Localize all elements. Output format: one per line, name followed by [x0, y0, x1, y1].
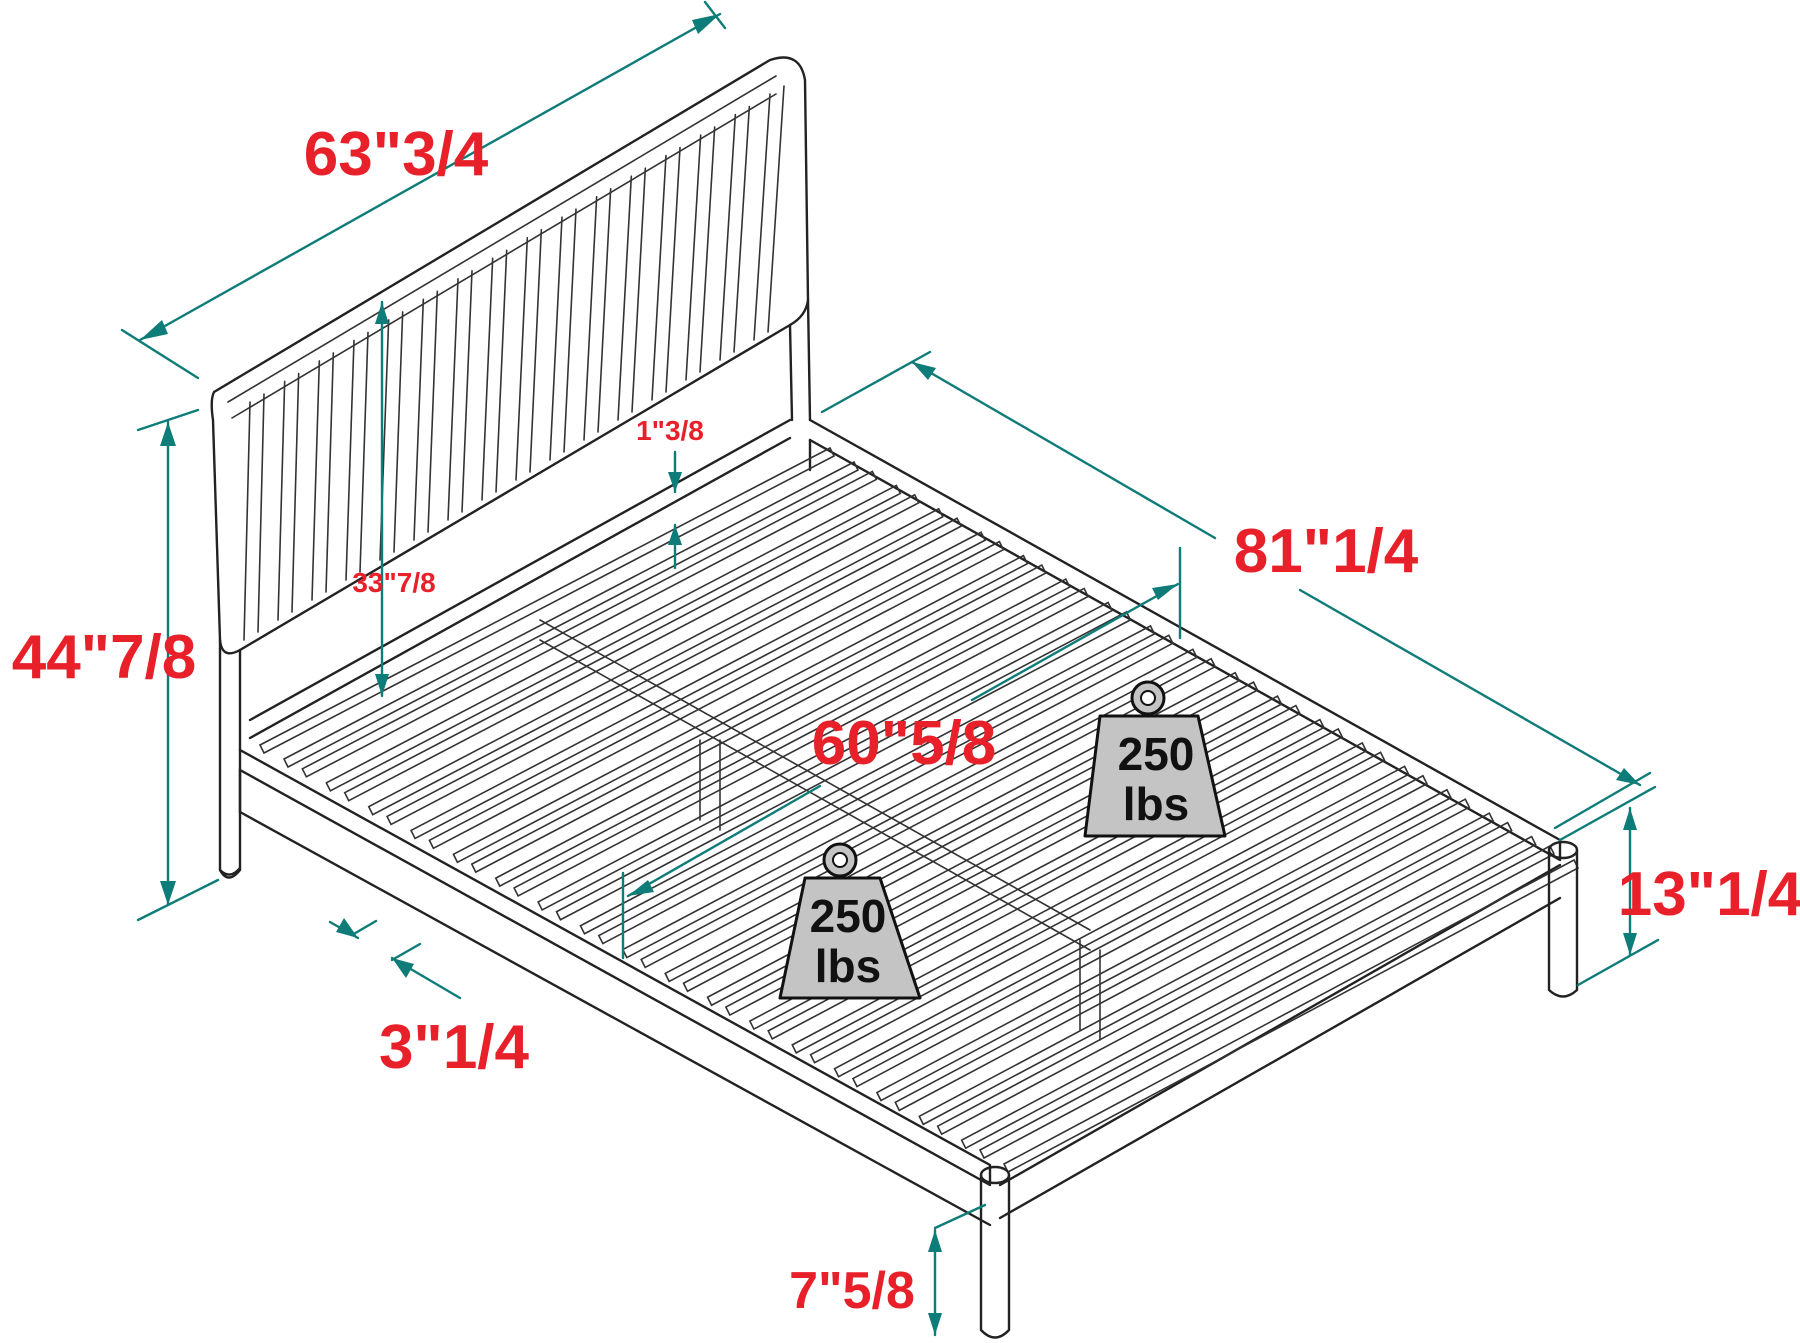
bed-slat	[894, 798, 1495, 1126]
label-slat-gap: 1"3/8	[636, 415, 704, 446]
label-clearance: 7"5/8	[789, 1262, 915, 1320]
headboard-slat	[617, 167, 647, 421]
bed-slat	[343, 493, 944, 816]
headboard-slat	[719, 105, 751, 361]
headboard-slat	[583, 187, 612, 441]
dimension-labels: 63"3/4 44"7/8 33"7/8 1"3/8 81"1/4 60"5/8…	[12, 120, 1800, 1320]
bed-slat	[428, 540, 1029, 864]
headboard-slat	[277, 372, 300, 621]
weight-unit: lbs	[815, 940, 881, 992]
headboard-slat	[311, 352, 335, 601]
headboard-slat	[753, 85, 785, 341]
label-total-height: 44"7/8	[12, 623, 197, 692]
headboard-slat	[413, 290, 439, 541]
bed-slat	[682, 681, 1283, 1007]
bed-slat	[936, 821, 1537, 1150]
bed-slat	[851, 774, 1453, 1102]
weight-marker-left: 250 lbs	[778, 842, 922, 1000]
label-side-height: 13"1/4	[1618, 860, 1800, 929]
headboard-slat	[685, 126, 716, 381]
headboard-slat	[447, 270, 473, 521]
bed-slat	[513, 587, 1114, 912]
headboard-slat	[379, 311, 404, 561]
label-slat-width: 3"1/4	[379, 1013, 530, 1082]
bed-slat	[640, 657, 1241, 983]
headboard-slat	[481, 249, 508, 501]
headboard-slat	[651, 146, 681, 401]
bed-slat	[385, 517, 987, 840]
headboard-slats	[243, 85, 785, 641]
bed-slat	[301, 470, 902, 792]
label-headboard-width: 63"3/4	[304, 120, 489, 189]
weight-value: 250	[810, 890, 887, 942]
headboard-slat	[243, 393, 265, 641]
bed-slat	[555, 610, 1156, 935]
label-panel-height: 33"7/8	[352, 567, 435, 598]
bed-slat	[258, 446, 860, 769]
headboard	[210, 56, 812, 879]
weight-unit: lbs	[1123, 778, 1189, 830]
bed-slat	[597, 634, 1198, 959]
weight-marker-right: 250 lbs	[1083, 680, 1227, 838]
bed-legs	[979, 840, 1579, 1339]
bed-slat	[809, 751, 1410, 1078]
label-total-length: 81"1/4	[1234, 517, 1419, 586]
headboard-slat	[515, 228, 543, 481]
bed-slat	[470, 563, 1071, 888]
bed-rails	[238, 418, 1562, 1227]
headboard-slat	[345, 331, 369, 581]
bed-slats	[258, 446, 1580, 1174]
dimension-lines	[120, 0, 1660, 1337]
label-inner-width: 60"5/8	[812, 709, 997, 778]
headboard-slat	[549, 208, 577, 461]
weight-value: 250	[1118, 728, 1195, 780]
